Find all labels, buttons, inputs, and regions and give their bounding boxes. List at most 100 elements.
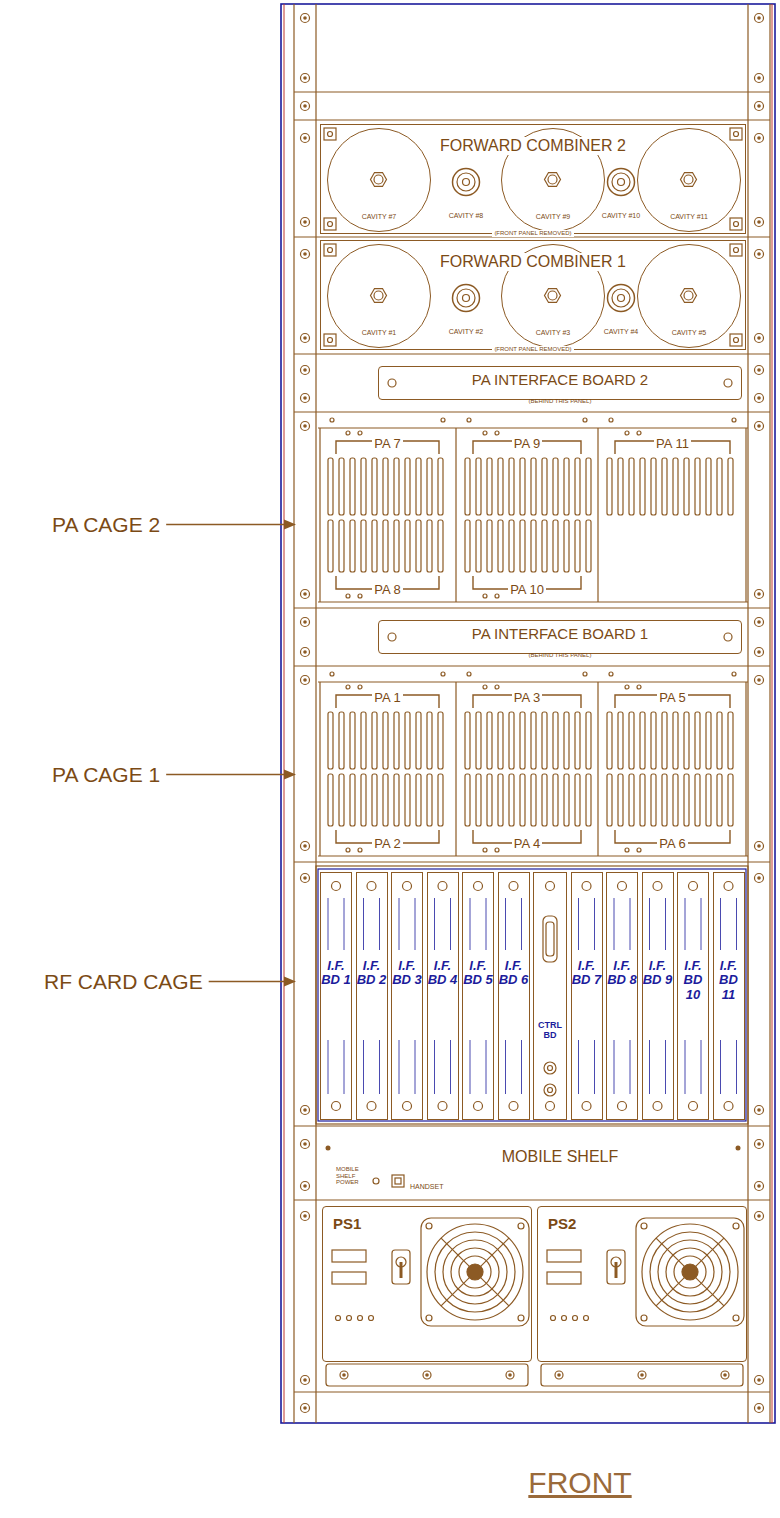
pa-label: PA 2 [372,837,403,851]
fan-spoke [481,1278,509,1306]
screw-slot [303,678,307,682]
pa-latch [495,594,499,598]
fan-frame [636,1218,744,1326]
cage-divider [597,682,598,856]
cavity-ring [457,173,475,191]
screw-slot [757,16,761,20]
card-stripe [505,1040,506,1094]
heatsink-fin [427,458,432,515]
screw-head [301,422,310,431]
card-stripe [328,898,329,950]
heatsink-fin [405,458,410,515]
fan-spoke [696,1238,724,1266]
cavity-bore [618,295,625,302]
plate-hole [388,379,396,387]
card-label: CTRL BD [534,1021,566,1041]
heatsink-fin [339,774,344,826]
view-caption: FRONT [528,1466,631,1499]
heatsink-fin [640,712,645,769]
heatsink-fin [520,712,525,769]
if-card: I.F. BD 7 [571,872,603,1120]
card-stripe [328,1040,329,1094]
ps-mount-tab [541,1364,743,1386]
heatsink-fin [586,458,591,515]
leader-arrow [284,770,296,780]
node-outline [436,168,496,218]
ps-indicator [573,1316,578,1321]
card-stripe [434,1040,435,1094]
screw-head [755,618,764,627]
card-label: I.F. BD 2 [357,959,387,988]
corner-bolt [328,132,333,137]
card-label: I.F. BD 5 [463,959,493,988]
card-stripe [594,1040,595,1094]
screw-head [301,1140,310,1149]
screw-head [755,1106,764,1115]
screw-head [301,134,310,143]
heatsink-fin [531,774,536,826]
text-slot: PA 2 [322,834,453,852]
fan-screw [641,1315,647,1321]
card-stripe [415,898,416,950]
plate-hole [724,379,732,387]
screw-slot [757,104,761,108]
pa-latch [346,685,350,689]
card-stripe [736,1040,737,1094]
pa-label: PA 7 [372,437,403,451]
corner-block [730,334,742,346]
if-card: I.F. BD 4 [427,872,459,1120]
heatsink-fin [350,774,355,826]
card-ejector [438,882,447,891]
heatsink-fin [509,520,514,572]
cavity-circle: CAVITY #1 [327,244,431,348]
callout-label: RF CARD CAGE [44,970,203,993]
cage-divider [745,682,746,856]
screw-head [301,1376,310,1385]
pa-latch [483,594,487,598]
text-slot: (FRONT PANEL REMOVED) [321,337,745,355]
fan-spoke [481,1238,509,1266]
fan-grille [435,1232,515,1312]
pa-module: PA 9 [459,428,595,454]
fan-spoke [656,1278,684,1306]
corner-block [324,334,336,346]
cage-divider [455,428,456,602]
corner-block [730,244,742,256]
card-stripe [344,898,345,950]
pa-label: PA 3 [512,691,543,705]
card-stripe [399,1040,400,1094]
card-stripe [665,1040,666,1094]
jack-label: HANDSET [410,1183,443,1191]
screw-slot [640,1373,644,1377]
heatsink-fin [640,458,645,515]
board-title: PA INTERFACE BOARD 2 [472,372,648,389]
pa-label: PA 10 [508,583,546,597]
board-title: PA INTERFACE BOARD 1 [472,626,648,643]
if-card: I.F. BD 9 [642,872,674,1120]
rail-stud [609,418,613,422]
pa-latch [637,685,641,689]
panel-edge [294,861,770,862]
heatsink-fin [405,712,410,769]
pa-latch [637,848,641,852]
card-stripe [736,898,737,950]
screw-head [301,14,310,23]
node-outline [591,168,651,218]
heatsink-fin [476,458,481,515]
cavity-bore [618,179,625,186]
cavity-label: CAVITY #10 [602,212,640,220]
screw-slot [342,1373,346,1377]
screw-head [755,1404,764,1413]
text-slot: I.F. BD 9 [643,959,673,988]
screw-slot [757,1184,761,1188]
fan-frame [421,1218,529,1326]
screw-head [301,74,310,83]
cavity-label: CAVITY #11 [670,213,708,221]
screw-head [755,874,764,883]
heatsink-fin [476,774,481,826]
heatsink-fin [651,458,656,515]
cavity-bore [374,175,383,184]
screw-head [301,366,310,375]
heatsink-fin [607,774,612,826]
